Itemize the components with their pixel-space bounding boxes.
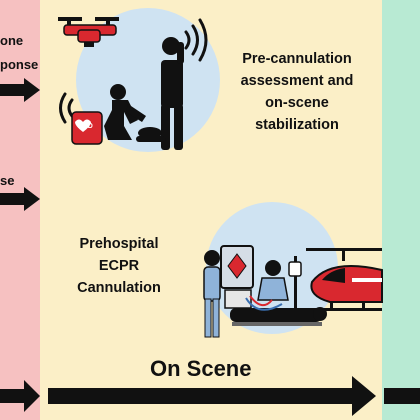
aed-device-icon: [71, 111, 103, 145]
left-arrow-middle: [0, 187, 40, 211]
left-arrow-top: [0, 78, 40, 102]
left-caption-line-3: se: [0, 173, 15, 188]
out-of-hospital-panel: [0, 0, 40, 420]
helicopter-icon: [306, 248, 383, 311]
caption-line: ECPR: [98, 258, 140, 274]
pre-cannulation-caption: Pre-cannulation assessment and on-scene …: [222, 48, 372, 136]
ecpr-cannulation-caption: Prehospital ECPR Cannulation: [64, 233, 174, 299]
standing-medic-icon: [203, 250, 221, 338]
caption-line: Prehospital: [79, 236, 159, 252]
hospital-panel: [382, 0, 420, 420]
aed-signal-icon: [59, 92, 74, 124]
drone-icon: [58, 17, 119, 47]
caption-line: Cannulation: [77, 280, 161, 296]
cannula-tubing: [249, 295, 273, 307]
caption-line: stabilization: [255, 117, 339, 133]
caption-line: Pre-cannulation: [242, 51, 352, 67]
on-scene-label: On Scene: [150, 356, 252, 381]
phone-signal-icon: [184, 18, 208, 62]
iv-pole-icon: [288, 256, 302, 316]
kneeling-medic-icon: [257, 260, 289, 301]
left-caption-line-1: one: [0, 33, 24, 48]
hospital-arrow-segment: [384, 388, 420, 404]
patient-stretcher-icon: [230, 307, 327, 326]
bystander-on-phone-icon: [161, 37, 184, 150]
left-caption-line-2: ponse: [0, 57, 39, 72]
caption-line: on-scene: [265, 95, 329, 111]
aed-label: AED: [78, 123, 93, 130]
caption-line: assessment and: [240, 73, 354, 89]
left-arrow-bottom: [0, 380, 40, 412]
ecmo-monitor-icon: [220, 245, 254, 309]
cpr-responder-icon: [104, 84, 146, 140]
patient-lying-icon: [136, 127, 166, 142]
cannula-tubing: [245, 297, 283, 311]
